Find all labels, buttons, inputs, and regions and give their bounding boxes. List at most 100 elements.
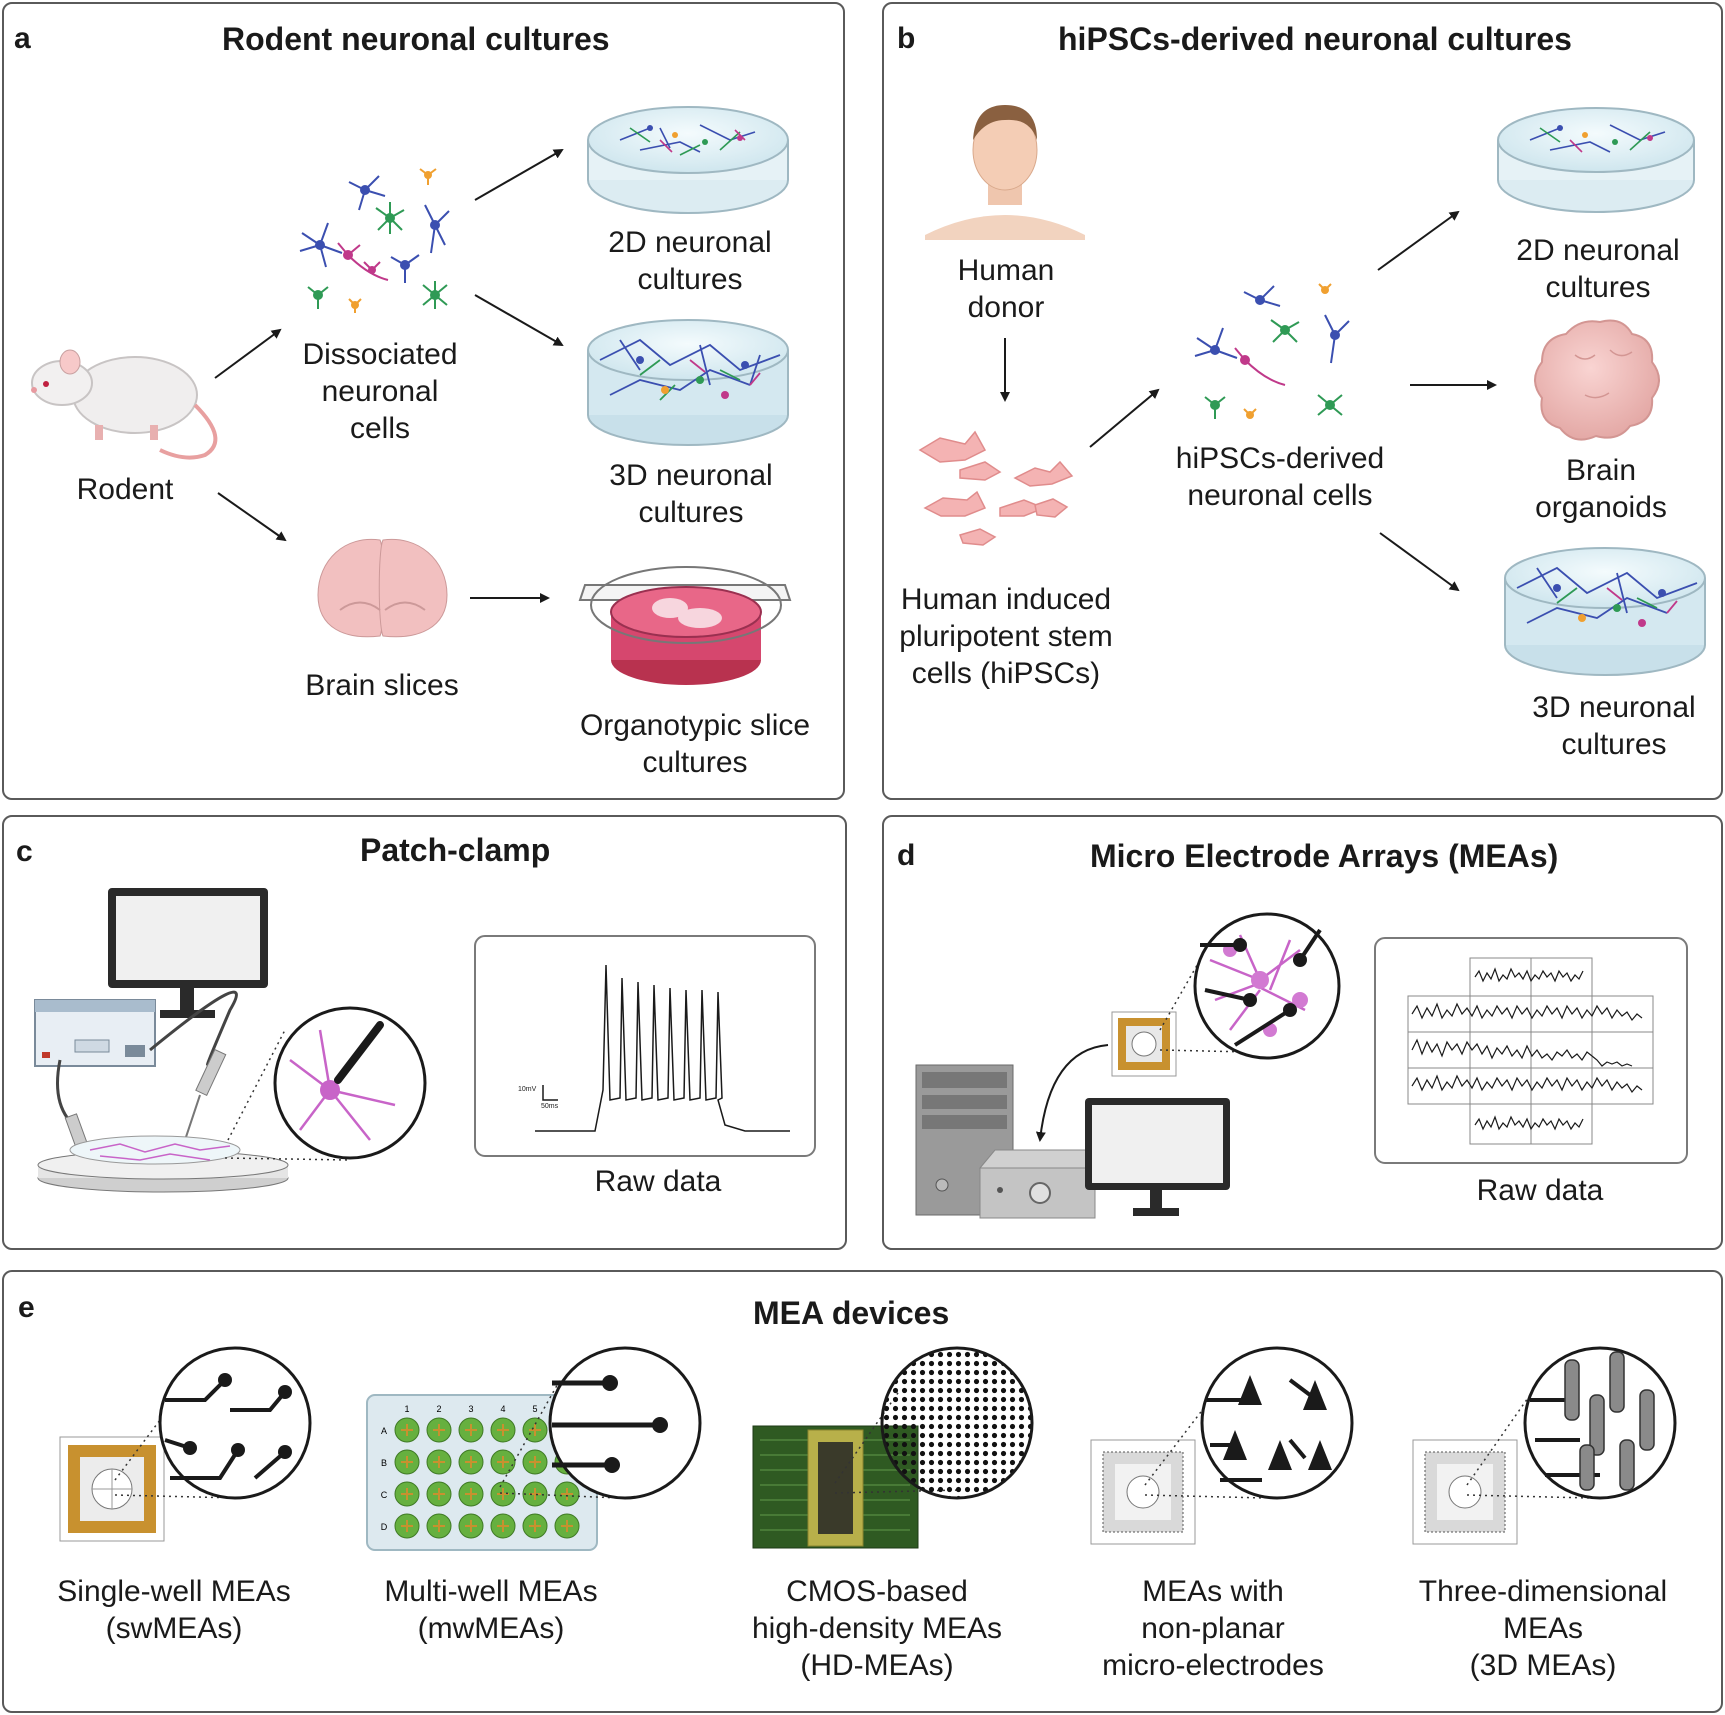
zoom-line-c1	[227, 1029, 286, 1141]
device-caption-multi-well: Multi-well MEAs(mwMEAs)	[384, 1575, 598, 1645]
non-planar-mea-chip	[1090, 1439, 1196, 1545]
well-electrode-cross	[561, 1520, 573, 1532]
well-electrode-cross	[529, 1424, 541, 1436]
dissociated-neurons-icon	[299, 168, 450, 313]
well-electrode-cross	[433, 1456, 445, 1468]
action-potential-trace	[535, 964, 790, 1132]
gel-3d-culture-b	[1504, 547, 1706, 676]
arrow-mea-to-computer	[1035, 1044, 1109, 1142]
well-electrode-cross	[497, 1456, 509, 1468]
cmos-zoom-circle	[834, 1346, 1034, 1500]
scale-time-label: 50ms	[541, 1103, 559, 1110]
plate-row-label: D	[381, 1522, 388, 1532]
well-electrode-cross	[433, 1424, 445, 1436]
well-electrode-cross	[465, 1520, 477, 1532]
mea-chip-d	[1111, 1011, 1177, 1077]
patch-zoom-circle	[273, 1006, 427, 1160]
well-electrode-cross	[529, 1456, 541, 1468]
amplifier-icon	[34, 999, 156, 1067]
headstage-cable	[149, 990, 238, 1066]
panel-a-title: Rodent neuronal cultures	[222, 21, 610, 57]
well-electrode-cross	[401, 1424, 413, 1436]
monitor-icon-c	[108, 888, 268, 1018]
petri-dish-2d-a	[587, 106, 789, 214]
three-dimensional-mea-chip	[1412, 1439, 1518, 1545]
arrow-rodent-to-dissociated	[214, 328, 282, 379]
multi-well-zoom-circle	[499, 1346, 702, 1500]
rodent-icon	[31, 349, 218, 460]
petri-dish-2d-b	[1497, 107, 1695, 213]
single-well-zoom-circle	[114, 1346, 312, 1500]
panel-b-title: hiPSCs-derived neuronal cultures	[1058, 21, 1572, 57]
device-caption-single-well: Single-well MEAs(swMEAs)	[57, 1575, 291, 1645]
hipscs-cells-icon	[918, 430, 1074, 546]
plate-col-label: 1	[404, 1404, 409, 1414]
plate-row-label: A	[381, 1426, 387, 1436]
panel-c-label: c	[16, 835, 33, 868]
brain-slice-icon	[317, 538, 448, 638]
zoom-line-d1	[1159, 959, 1201, 1031]
well-electrode-cross	[401, 1456, 413, 1468]
cmos-hd-mea-chip	[752, 1425, 919, 1549]
panel-b-label: b	[897, 22, 916, 55]
plate-row-label: C	[381, 1490, 388, 1500]
mea-zoom-circle	[1193, 912, 1341, 1060]
scale-bar	[542, 1085, 558, 1101]
arrow-to-2d-b	[1377, 210, 1460, 271]
arrow-to-2d	[474, 149, 564, 201]
rodent-caption: Rodent	[76, 473, 174, 506]
well-electrode-cross	[401, 1520, 413, 1532]
three-dimensional-zoom-circle	[1466, 1346, 1677, 1500]
plate-col-label: 4	[500, 1404, 505, 1414]
raw-data-d-caption: Raw data	[1476, 1174, 1604, 1207]
monitor-icon-d	[1085, 1098, 1230, 1216]
arrow-to-3d	[474, 294, 564, 346]
panel-a-label: a	[14, 22, 31, 55]
well-electrode-cross	[401, 1488, 413, 1500]
plate-col-label: 3	[468, 1404, 473, 1414]
well-electrode-cross	[433, 1520, 445, 1532]
well-electrode-cross	[465, 1488, 477, 1500]
well-electrode-cross	[465, 1456, 477, 1468]
panel-e-title: MEA devices	[753, 1295, 950, 1331]
patch-pipettes	[64, 1048, 227, 1147]
raw-data-frame-c	[474, 935, 816, 1157]
raw-data-c-caption: Raw data	[594, 1165, 722, 1198]
well-electrode-cross	[497, 1424, 509, 1436]
well-electrode-cross	[497, 1520, 509, 1532]
organotypic-insert-icon	[578, 566, 792, 685]
single-well-mea-chip	[59, 1436, 165, 1542]
panel-c-title: Patch-clamp	[360, 832, 551, 868]
non-planar-zoom-circle	[1144, 1346, 1354, 1500]
mea-raw-traces	[1407, 957, 1654, 1145]
plate-col-label: 2	[436, 1404, 441, 1414]
mea-noise-traces	[1411, 967, 1643, 1131]
mea-amplifier-box	[978, 1149, 1112, 1219]
derived-neurons-icon	[1194, 283, 1350, 419]
well-electrode-cross	[465, 1424, 477, 1436]
gel-3d-culture-a	[587, 319, 789, 446]
well-electrode-cross	[433, 1488, 445, 1500]
arrow-to-3d-b	[1379, 532, 1460, 592]
well-electrode-cross	[561, 1488, 573, 1500]
well-electrode-cross	[529, 1520, 541, 1532]
human-donor-icon	[925, 105, 1085, 240]
panel-d-label: d	[897, 839, 916, 872]
plate-row-label: B	[381, 1458, 387, 1468]
plate-col-label: 5	[532, 1404, 537, 1414]
arrow-rodent-to-slices	[217, 492, 287, 542]
panel-d-title: Micro Electrode Arrays (MEAs)	[1090, 838, 1559, 874]
